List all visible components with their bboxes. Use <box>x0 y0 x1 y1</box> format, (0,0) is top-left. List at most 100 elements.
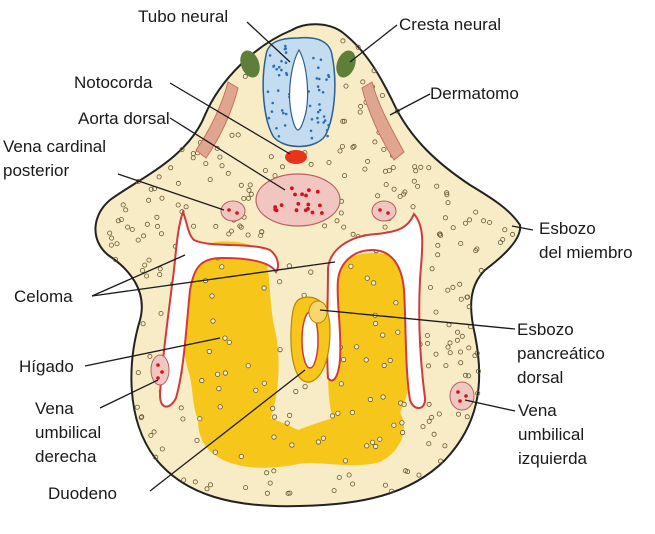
neural-tube-cell <box>277 89 280 92</box>
label-vena-umbilical-izquierda-2: umbilical <box>518 425 584 444</box>
liver-sinusoid <box>272 435 276 439</box>
neural-tube-cell <box>327 124 330 127</box>
label-vena-umbilical-derecha-3: derecha <box>35 447 97 466</box>
blood-cell <box>293 193 297 197</box>
blood-cell <box>227 208 231 212</box>
neural-tube-cell <box>320 58 323 61</box>
liver-sinusoid <box>217 386 221 390</box>
blood-cell <box>160 370 164 374</box>
neural-tube-cell <box>280 69 283 72</box>
neural-tube-cell <box>285 113 288 116</box>
neural-tube-cell <box>317 121 320 124</box>
liver-sinusoid <box>218 405 222 409</box>
liver-sinusoid <box>370 440 374 444</box>
neural-tube-cell <box>316 77 319 80</box>
blood-cell <box>458 399 462 403</box>
label-vena-umbilical-izquierda-3: izquierda <box>518 449 588 468</box>
liver-sinusoid <box>211 319 215 323</box>
label-dermatomo: Dermatomo <box>430 84 519 103</box>
blood-cell <box>464 394 468 398</box>
left-umbilical-vein <box>450 382 474 410</box>
liver-sinusoid <box>246 364 250 368</box>
blood-cell <box>316 190 320 194</box>
liver-sinusoid <box>316 440 320 444</box>
liver-sinusoid <box>402 402 406 406</box>
liver-sinusoid <box>215 372 219 376</box>
neural-tube-cell <box>319 109 322 112</box>
neural-tube-cell <box>285 51 288 54</box>
label-cresta-neural: Cresta neural <box>399 15 501 34</box>
neural-tube-cell <box>278 66 281 69</box>
leader-cresta-neural <box>350 25 397 62</box>
label-esbozo-pancreatico-3: dorsal <box>517 368 563 387</box>
blood-cell <box>296 202 300 206</box>
blood-cell <box>311 211 315 215</box>
liver-sinusoid <box>400 430 404 434</box>
liver-sinusoid <box>254 388 258 392</box>
liver-sinusoid <box>382 363 386 367</box>
blood-cell <box>156 363 160 367</box>
neural-tube-cell <box>284 47 287 50</box>
liver-sinusoid <box>278 347 282 351</box>
neural-tube-cell <box>286 74 289 77</box>
liver-sinusoid <box>378 437 382 441</box>
label-aorta-dorsal: Aorta dorsal <box>78 109 170 128</box>
liver-sinusoid <box>262 381 266 385</box>
label-vena-cardinal-1: Vena cardinal <box>3 137 106 156</box>
blood-cell <box>235 211 239 215</box>
dorsal-aorta <box>256 174 340 226</box>
blood-cell <box>300 192 304 196</box>
liver-sinusoid <box>336 411 340 415</box>
neural-tube-cell <box>324 119 327 122</box>
liver-sinusoid <box>220 265 224 269</box>
liver-sinusoid <box>227 340 231 344</box>
liver-sinusoid <box>381 333 385 337</box>
liver-sinusoid <box>339 382 343 386</box>
neural-tube-cell <box>271 102 274 105</box>
blood-cell <box>378 208 382 212</box>
liver-sinusoid <box>287 264 291 268</box>
neural-tube-cell <box>310 130 313 133</box>
posterior-cardinal-vein-right <box>372 201 396 221</box>
liver-sinusoid <box>341 357 345 361</box>
neural-tube-cell <box>272 65 275 68</box>
neural-tube-cell <box>318 103 321 106</box>
dorsal-pancreatic-bud <box>309 301 327 323</box>
liver-sinusoid <box>223 371 227 375</box>
neural-tube-cell <box>278 74 281 77</box>
neural-tube-cell <box>280 60 283 63</box>
neural-tube-cell <box>268 117 271 120</box>
liver-sinusoid <box>371 281 375 285</box>
liver-sinusoid <box>207 349 211 353</box>
liver-sinusoid <box>198 417 202 421</box>
right-umbilical-vein <box>151 355 169 385</box>
label-esbozo-pancreatico-2: pancreático <box>517 344 605 363</box>
neural-tube-cell <box>326 129 329 132</box>
liver-sinusoid <box>287 413 291 417</box>
blood-cell <box>280 203 284 207</box>
blood-cell <box>456 390 460 394</box>
liver-sinusoid <box>343 459 347 463</box>
liver-sinusoid <box>394 301 398 305</box>
label-notocorda: Notocorda <box>74 73 153 92</box>
liver-sinusoid <box>223 336 227 340</box>
liver-sinusoid <box>271 406 275 410</box>
label-esbozo-miembro-1: Esbozo <box>539 219 596 238</box>
neural-tube-cell <box>282 112 285 115</box>
blood-cell <box>306 207 310 211</box>
neural-tube-cell <box>267 90 270 93</box>
liver-sinusoid <box>374 444 378 448</box>
liver-sinusoid <box>388 358 392 362</box>
neural-tube-cell <box>326 135 329 138</box>
liver-sinusoid <box>200 378 204 382</box>
neural-tube-cell <box>309 105 312 108</box>
blood-cell <box>295 208 299 212</box>
neural-tube-cell <box>327 74 330 77</box>
label-vena-umbilical-derecha-1: Vena <box>35 399 74 418</box>
liver-sinusoid <box>365 444 369 448</box>
liver-sinusoid <box>195 438 199 442</box>
liver-sinusoid <box>309 270 313 274</box>
blood-cell <box>156 376 160 380</box>
label-vena-cardinal-2: posterior <box>3 161 69 180</box>
